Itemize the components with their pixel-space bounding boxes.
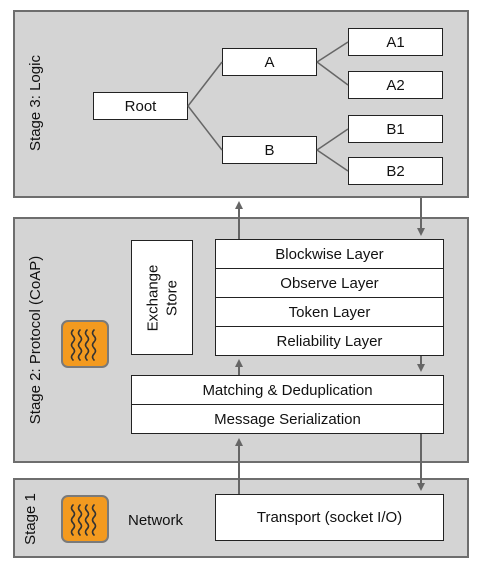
reliability-layer: Reliability Layer bbox=[276, 332, 383, 350]
tree-node-b2: B2 bbox=[348, 157, 443, 185]
observe-layer: Observe Layer bbox=[216, 269, 443, 298]
thread-pool-icon bbox=[61, 495, 109, 543]
stage-1-label: Stage 1 bbox=[21, 493, 39, 545]
tree-node-b: B bbox=[222, 136, 317, 164]
layer-stack: Blockwise Layer Observe Layer Token Laye… bbox=[215, 239, 444, 356]
token-layer: Token Layer bbox=[216, 298, 443, 327]
thread-pool-icon bbox=[61, 320, 109, 368]
tree-node-b1: B1 bbox=[348, 115, 443, 143]
tree-node-a: A bbox=[222, 48, 317, 76]
tree-node-a1: A1 bbox=[348, 28, 443, 56]
stage-3-label: Stage 3: Logic bbox=[26, 55, 44, 151]
network-label: Network bbox=[128, 511, 184, 529]
stage-2-label: Stage 2: Protocol (CoAP) bbox=[26, 255, 44, 425]
tree-node-root: Root bbox=[93, 92, 188, 120]
matching-deduplication: Matching & Deduplication bbox=[132, 376, 443, 405]
tree-node-a2: A2 bbox=[348, 71, 443, 99]
exchange-store: Exchange Store bbox=[131, 240, 193, 355]
matching-serialization-stack: Matching & Deduplication Message Seriali… bbox=[131, 375, 444, 434]
transport-box: Transport (socket I/O) bbox=[215, 494, 444, 541]
exchange-store-label: Exchange Store bbox=[144, 264, 180, 331]
thread-squiggle-icon bbox=[70, 504, 97, 536]
message-serialization: Message Serialization bbox=[214, 410, 361, 428]
blockwise-layer: Blockwise Layer bbox=[216, 240, 443, 269]
thread-squiggle-icon bbox=[70, 329, 97, 361]
